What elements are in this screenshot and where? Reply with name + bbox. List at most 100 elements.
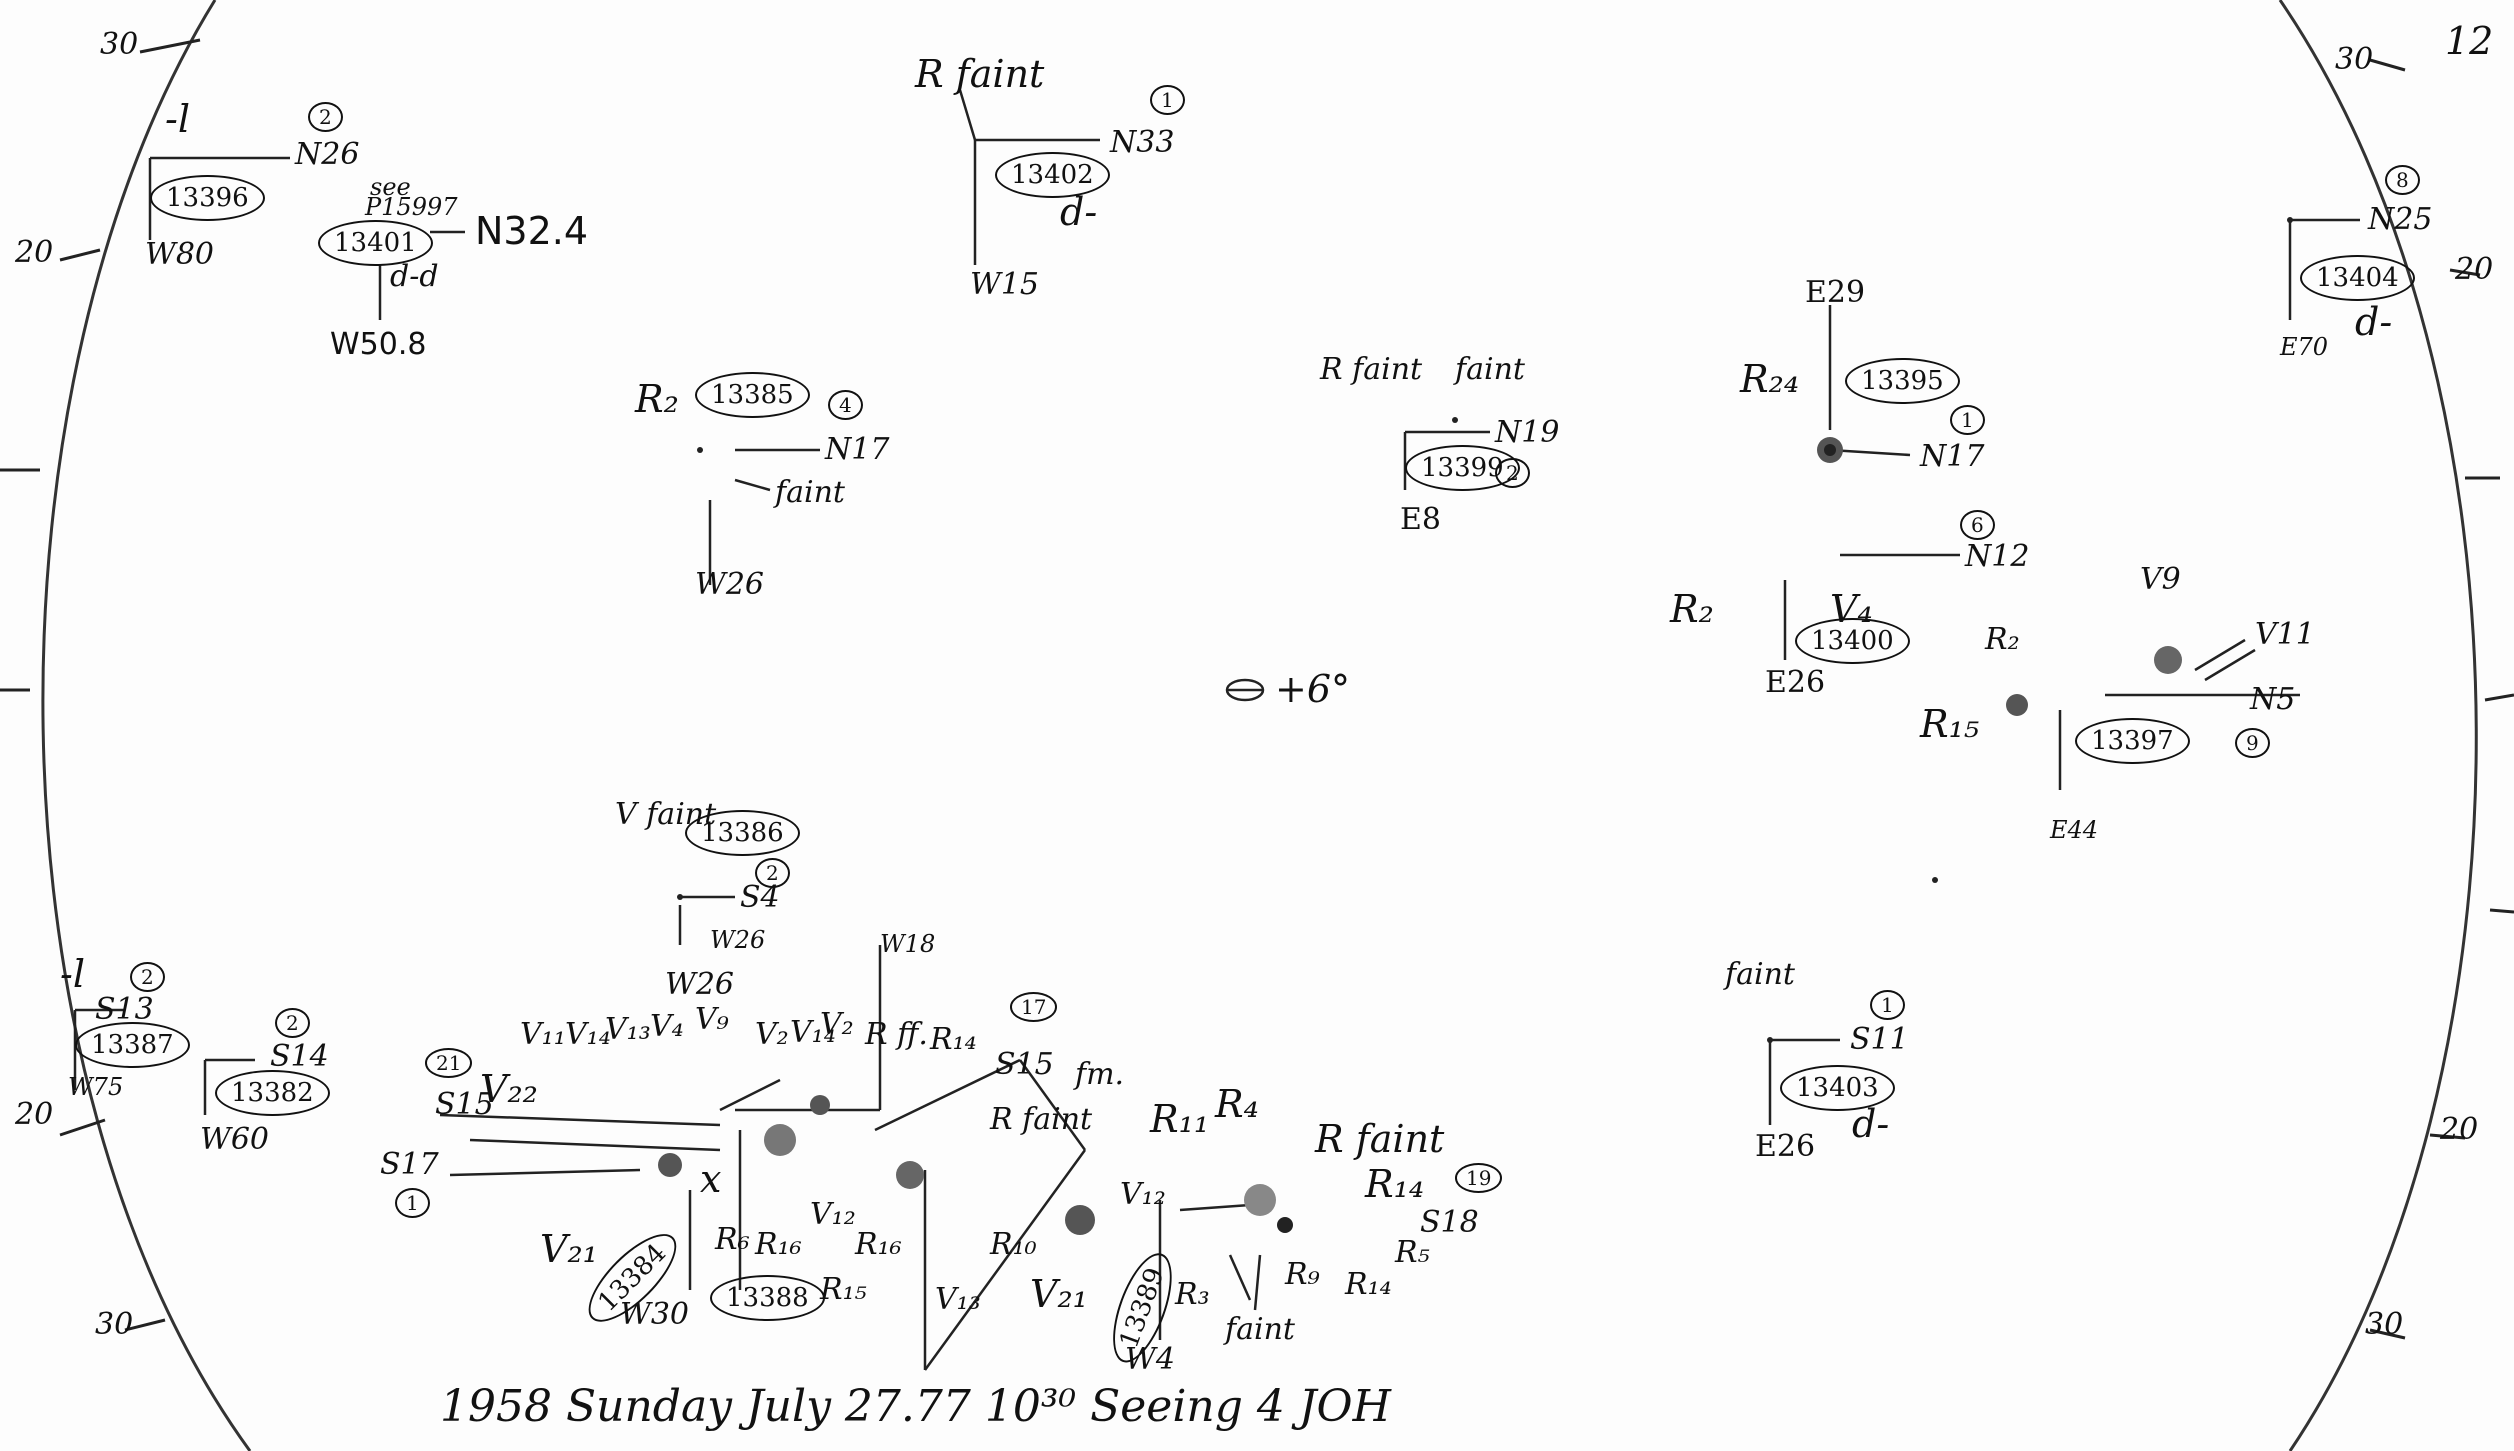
spot-count-badge: 2 <box>275 1008 310 1038</box>
region-label: R₁₆ <box>855 1227 902 1262</box>
region-label: W75 <box>68 1073 124 1101</box>
region-label: R faint <box>1315 1117 1445 1161</box>
spot-count-badge: 1 <box>1950 405 1985 435</box>
region-label: E70 <box>2280 333 2329 361</box>
region-number: 13400 <box>1795 618 1910 664</box>
region-label: faint <box>1725 957 1795 992</box>
spot-count-badge: 21 <box>425 1048 473 1078</box>
region-label: V₁₂ <box>810 1197 856 1232</box>
region-label: see <box>370 173 411 201</box>
region-label: S15 <box>435 1087 494 1122</box>
spot-count-badge: 2 <box>1495 458 1530 488</box>
limb-tick-label: 30 <box>95 1307 134 1342</box>
region-label: fm. <box>1075 1057 1125 1092</box>
region-label: d- <box>1852 1102 1890 1146</box>
spot-count-badge: 6 <box>1960 510 1995 540</box>
spot-count-badge: 17 <box>1010 992 1058 1022</box>
region-label: V₂ <box>755 1017 789 1052</box>
region-number: 13387 <box>75 1022 190 1068</box>
region-label: S17 <box>380 1147 439 1182</box>
region-number: 13382 <box>215 1070 330 1116</box>
region-number: 13399 <box>1405 445 1520 491</box>
region-label: E8 <box>1400 502 1441 537</box>
solar-limb-right <box>2278 0 2478 1451</box>
region-label: R₂ <box>1670 587 1714 631</box>
spot-13395-core <box>1824 444 1836 456</box>
region-label: V₉ <box>695 1002 729 1037</box>
spot-count-badge: 1 <box>1870 990 1905 1020</box>
region-number: 13396 <box>150 175 265 221</box>
region-label: N17 <box>825 432 890 467</box>
region-label: d- <box>2355 300 2393 344</box>
region-label: N33 <box>1110 125 1175 160</box>
region-number: 13395 <box>1845 358 1960 404</box>
region-label: S4 <box>740 880 780 915</box>
region-label: R₂ <box>635 377 679 421</box>
region-label: R₆ <box>715 1222 750 1257</box>
spot-13386 <box>677 894 683 900</box>
limb-tick-label: 30 <box>2365 1307 2404 1342</box>
region-number: 13386 <box>685 810 800 856</box>
region-label: R₄ <box>1215 1082 1259 1126</box>
region-number: 13402 <box>995 152 1110 198</box>
region-label: R₂ <box>1985 622 2020 657</box>
sunspot-dots <box>658 217 2293 1235</box>
limb-tick-label: 20 <box>2455 252 2494 287</box>
region-label: d-d <box>390 259 439 294</box>
region-label: faint <box>1455 352 1525 387</box>
region-label: N12 <box>1965 539 2030 574</box>
spot-stray <box>1932 877 1938 883</box>
region-label: R₁₅ <box>1920 702 1980 746</box>
region-label: V₂ <box>820 1007 854 1042</box>
spot-13404 <box>2287 217 2293 223</box>
region-label: W26 <box>710 926 766 954</box>
spot-13388-a <box>764 1124 796 1156</box>
limb-tick-marks <box>0 38 2514 1340</box>
spot-19-b <box>1277 1217 1293 1233</box>
region-label: V₄ <box>650 1009 684 1044</box>
region-number: 13388 <box>710 1275 825 1321</box>
limb-tick-label: 20 <box>15 1097 54 1132</box>
region-label: R₁₆ <box>755 1227 802 1262</box>
spot-13385 <box>697 447 703 453</box>
region-label: faint <box>775 475 845 510</box>
spot-count-badge: 8 <box>2385 165 2420 195</box>
region-label: R₁₄ <box>1345 1267 1392 1302</box>
spot-count-badge: 2 <box>755 858 790 888</box>
region-label: R ff. <box>865 1017 928 1052</box>
solar-limb-left <box>41 0 252 1451</box>
region-label: V₁₁ <box>520 1017 566 1052</box>
spot-13389-a <box>896 1161 924 1189</box>
region-label: S13 <box>95 992 154 1027</box>
spot-13384-a <box>658 1153 682 1177</box>
spot-count-badge: 2 <box>308 102 343 132</box>
region-label: E29 <box>1805 275 1866 310</box>
spot-13403 <box>1767 1037 1773 1043</box>
region-label: S11 <box>1850 1022 1909 1057</box>
center-heliographic-mark: +6° <box>1275 667 1351 711</box>
region-crosshairs <box>73 89 2360 1371</box>
region-label: R₁₅ <box>820 1272 867 1307</box>
region-label: N26 <box>295 137 360 172</box>
region-label: N25 <box>2368 202 2433 237</box>
region-label: R faint <box>1320 352 1423 387</box>
region-label: V₁₃ <box>935 1282 981 1317</box>
limb-tick-label: 20 <box>2440 1112 2479 1147</box>
region-number: 13397 <box>2075 718 2190 764</box>
region-label: V₂₁ <box>1030 1272 1088 1316</box>
spot-count-badge: 4 <box>828 390 863 420</box>
region-label: W80 <box>145 237 215 272</box>
region-label: E44 <box>2050 816 2099 844</box>
spot-count-badge: 19 <box>1455 1163 1503 1193</box>
region-label: P15997 <box>365 193 458 221</box>
region-label: W60 <box>200 1122 270 1157</box>
spot-13388-b <box>810 1095 830 1115</box>
region-label: S15 <box>995 1047 1054 1082</box>
region-label: W30 <box>620 1297 690 1332</box>
spot-19-a <box>1244 1184 1276 1216</box>
region-label: R faint <box>990 1102 1093 1137</box>
region-number: 13401 <box>318 220 433 266</box>
region-label: V11 <box>2255 617 2315 652</box>
